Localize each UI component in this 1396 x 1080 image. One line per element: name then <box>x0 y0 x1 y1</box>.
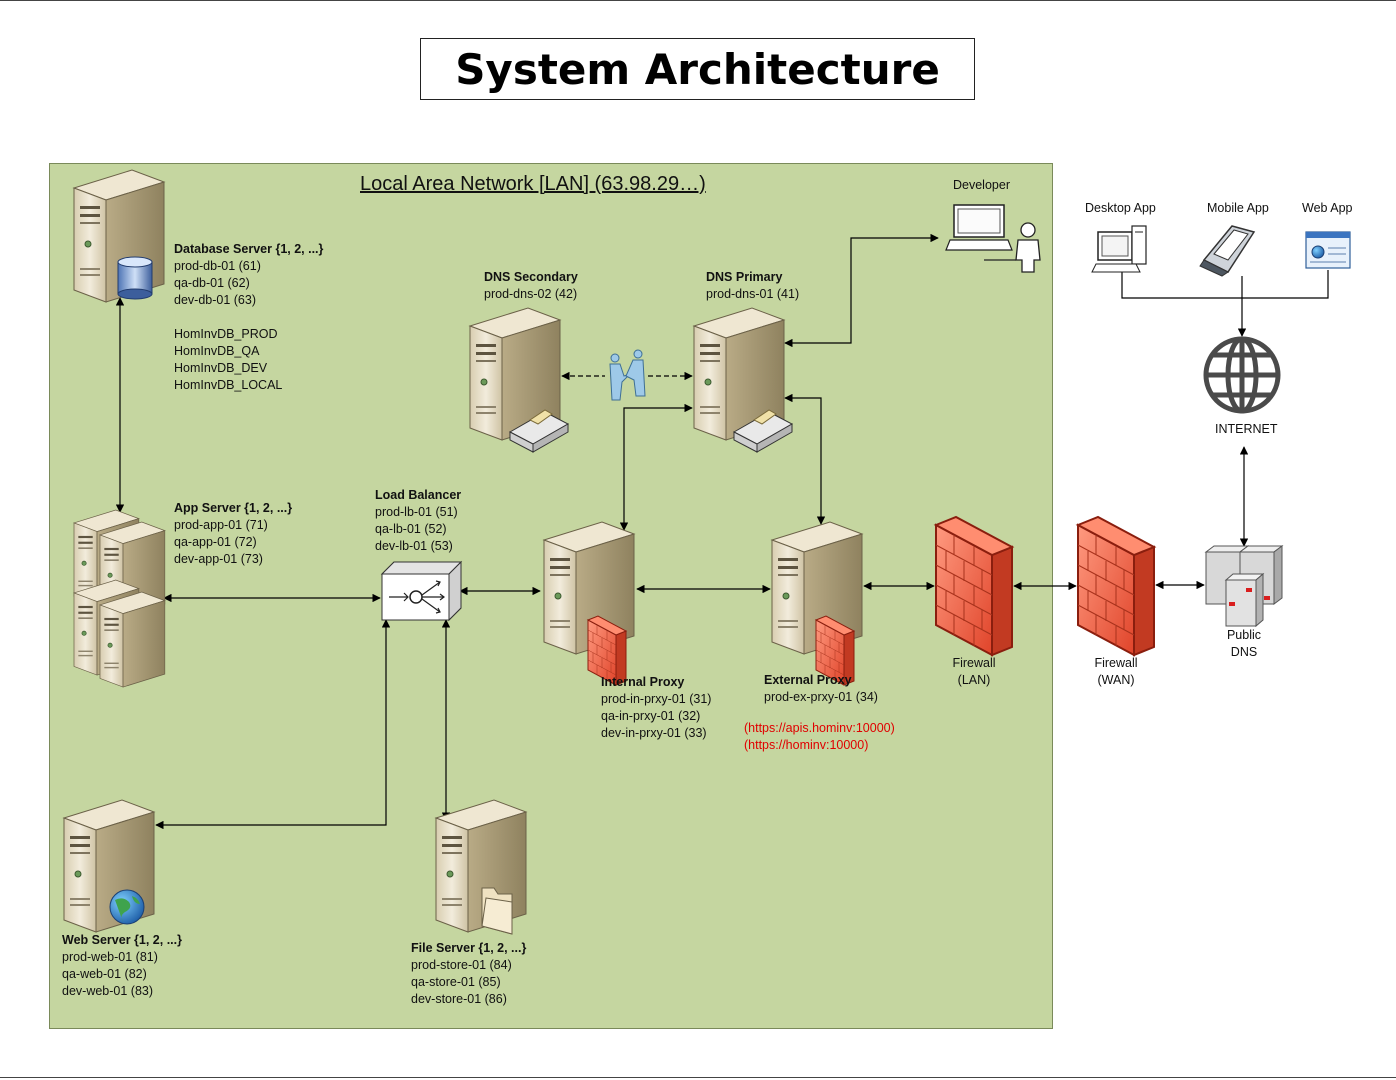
desktop-app-label: Desktop App <box>1085 201 1156 215</box>
database-server-title: Database Server {1, 2, ...} <box>174 242 324 256</box>
external-proxy-label: External Proxy prod-ex-prxy-01 (34) <box>764 672 878 706</box>
internal-proxy-host-1: prod-in-prxy-01 (31) <box>601 692 712 706</box>
edge-dns-developer <box>784 233 939 348</box>
database-name-2: HomInvDB_QA <box>174 344 260 358</box>
file-host-1: prod-store-01 (84) <box>411 958 512 972</box>
internal-proxy-title: Internal Proxy <box>601 675 685 689</box>
web-app-label: Web App <box>1302 201 1353 215</box>
database-names-label: HomInvDB_PROD HomInvDB_QA HomInvDB_DEV H… <box>174 326 282 394</box>
globe-badge-icon <box>109 889 145 925</box>
title-box: System Architecture <box>420 38 975 100</box>
app-server-label: App Server {1, 2, ...} prod-app-01 (71) … <box>174 500 292 568</box>
internal-proxy-host-2: qa-in-prxy-01 (32) <box>601 709 701 723</box>
browser-window-icon <box>1305 231 1351 269</box>
firewall-lan-icon <box>935 516 1013 656</box>
database-server-icon <box>73 169 165 303</box>
internal-proxy-host-3: dev-in-prxy-01 (33) <box>601 726 707 740</box>
dns-primary-title: DNS Primary <box>706 270 783 284</box>
dns-secondary-label: DNS Secondary prod-dns-02 (42) <box>484 269 578 303</box>
dns-secondary-host: prod-dns-02 (42) <box>484 287 578 301</box>
external-proxy-url-2: (https://hominv:10000) <box>744 738 869 752</box>
dns-secondary-server-icon <box>469 307 570 453</box>
web-server-icon <box>63 799 155 933</box>
dns-appliance-icon <box>508 409 570 453</box>
database-host-1: prod-db-01 (61) <box>174 259 261 273</box>
file-server-title: File Server {1, 2, ...} <box>411 941 527 955</box>
internet-label: INTERNET <box>1215 422 1278 436</box>
lb-host-3: dev-lb-01 (53) <box>375 539 453 553</box>
edge-lb-web <box>155 619 391 830</box>
web-host-2: qa-web-01 (82) <box>62 967 147 981</box>
dns-primary-label: DNS Primary prod-dns-01 (41) <box>706 269 799 303</box>
external-proxy-url-1: (https://apis.hominv:10000) <box>744 721 895 735</box>
dns-secondary-title: DNS Secondary <box>484 270 578 284</box>
firewall-lan-label: Firewall (LAN) <box>944 655 1004 689</box>
handshake-icon <box>609 349 646 401</box>
web-server-title: Web Server {1, 2, ...} <box>62 933 182 947</box>
file-server-icon <box>435 799 527 935</box>
app-host-2: qa-app-01 (72) <box>174 535 257 549</box>
edge-app-bus <box>1121 270 1329 299</box>
database-host-3: dev-db-01 (63) <box>174 293 256 307</box>
database-host-2: qa-db-01 (62) <box>174 276 250 290</box>
mobile-app-label: Mobile App <box>1207 201 1269 215</box>
web-host-3: dev-web-01 (83) <box>62 984 154 998</box>
firewall-wan-sub: (WAN) <box>1097 673 1135 687</box>
file-host-2: qa-store-01 (85) <box>411 975 501 989</box>
external-proxy-urls: (https://apis.hominv:10000) (https://hom… <box>744 720 895 754</box>
app-host-3: dev-app-01 (73) <box>174 552 263 566</box>
lb-host-2: qa-lb-01 (52) <box>375 522 447 536</box>
web-host-1: prod-web-01 (81) <box>62 950 158 964</box>
firewall-wan-title: Firewall <box>1094 656 1138 670</box>
firewall-wan-label: Firewall (WAN) <box>1086 655 1146 689</box>
lan-title: Local Area Network [LAN] (63.98.29…) <box>360 173 706 195</box>
firewall-lan-sub: (LAN) <box>957 673 991 687</box>
internal-proxy-server-icon <box>543 521 635 686</box>
external-proxy-title: External Proxy <box>764 673 852 687</box>
app-server-title: App Server {1, 2, ...} <box>174 501 293 515</box>
load-balancer-label: Load Balancer prod-lb-01 (51) qa-lb-01 (… <box>375 487 461 555</box>
public-dns-cluster-icon <box>1204 545 1284 628</box>
load-balancer-title: Load Balancer <box>375 488 462 502</box>
mobile-phone-icon <box>1199 225 1256 277</box>
load-balancer-icon <box>380 560 463 622</box>
desktop-computer-icon <box>1091 225 1147 273</box>
public-dns-sub: DNS <box>1230 645 1258 659</box>
database-name-1: HomInvDB_PROD <box>174 327 278 341</box>
developer-label: Developer <box>953 178 1010 192</box>
web-server-label: Web Server {1, 2, ...} prod-web-01 (81) … <box>62 932 182 1000</box>
person-icon <box>984 222 1041 273</box>
public-dns-title: Public <box>1226 628 1262 642</box>
edge-internal-proxy-dns <box>619 403 693 531</box>
app-host-1: prod-app-01 (71) <box>174 518 268 532</box>
database-name-4: HomInvDB_LOCAL <box>174 378 283 392</box>
laptop-icon <box>945 204 1013 251</box>
dns-primary-host: prod-dns-01 (41) <box>706 287 800 301</box>
top-border <box>0 0 1396 1</box>
public-dns-label: Public DNS <box>1214 627 1274 661</box>
folder-icon <box>481 887 513 935</box>
internet-globe-icon <box>1203 336 1281 414</box>
external-proxy-server-icon <box>771 521 863 686</box>
bottom-border <box>0 1077 1396 1078</box>
file-server-label: File Server {1, 2, ...} prod-store-01 (8… <box>411 940 526 1008</box>
database-name-3: HomInvDB_DEV <box>174 361 268 375</box>
dns-primary-server-icon <box>693 307 794 453</box>
app-server-cluster-icon <box>73 509 166 688</box>
external-proxy-host: prod-ex-prxy-01 (34) <box>764 690 878 704</box>
database-cylinder-icon <box>117 256 153 300</box>
file-host-3: dev-store-01 (86) <box>411 992 507 1006</box>
edge-dns-external-proxy <box>784 393 826 525</box>
page-title: System Architecture <box>455 44 940 94</box>
lb-host-1: prod-lb-01 (51) <box>375 505 458 519</box>
firewall-wan-icon <box>1077 516 1155 656</box>
firewall-lan-title: Firewall <box>952 656 996 670</box>
internal-proxy-label: Internal Proxy prod-in-prxy-01 (31) qa-i… <box>601 674 711 742</box>
database-server-label: Database Server {1, 2, ...} prod-db-01 (… <box>174 241 323 309</box>
dns-appliance-icon <box>732 409 794 453</box>
